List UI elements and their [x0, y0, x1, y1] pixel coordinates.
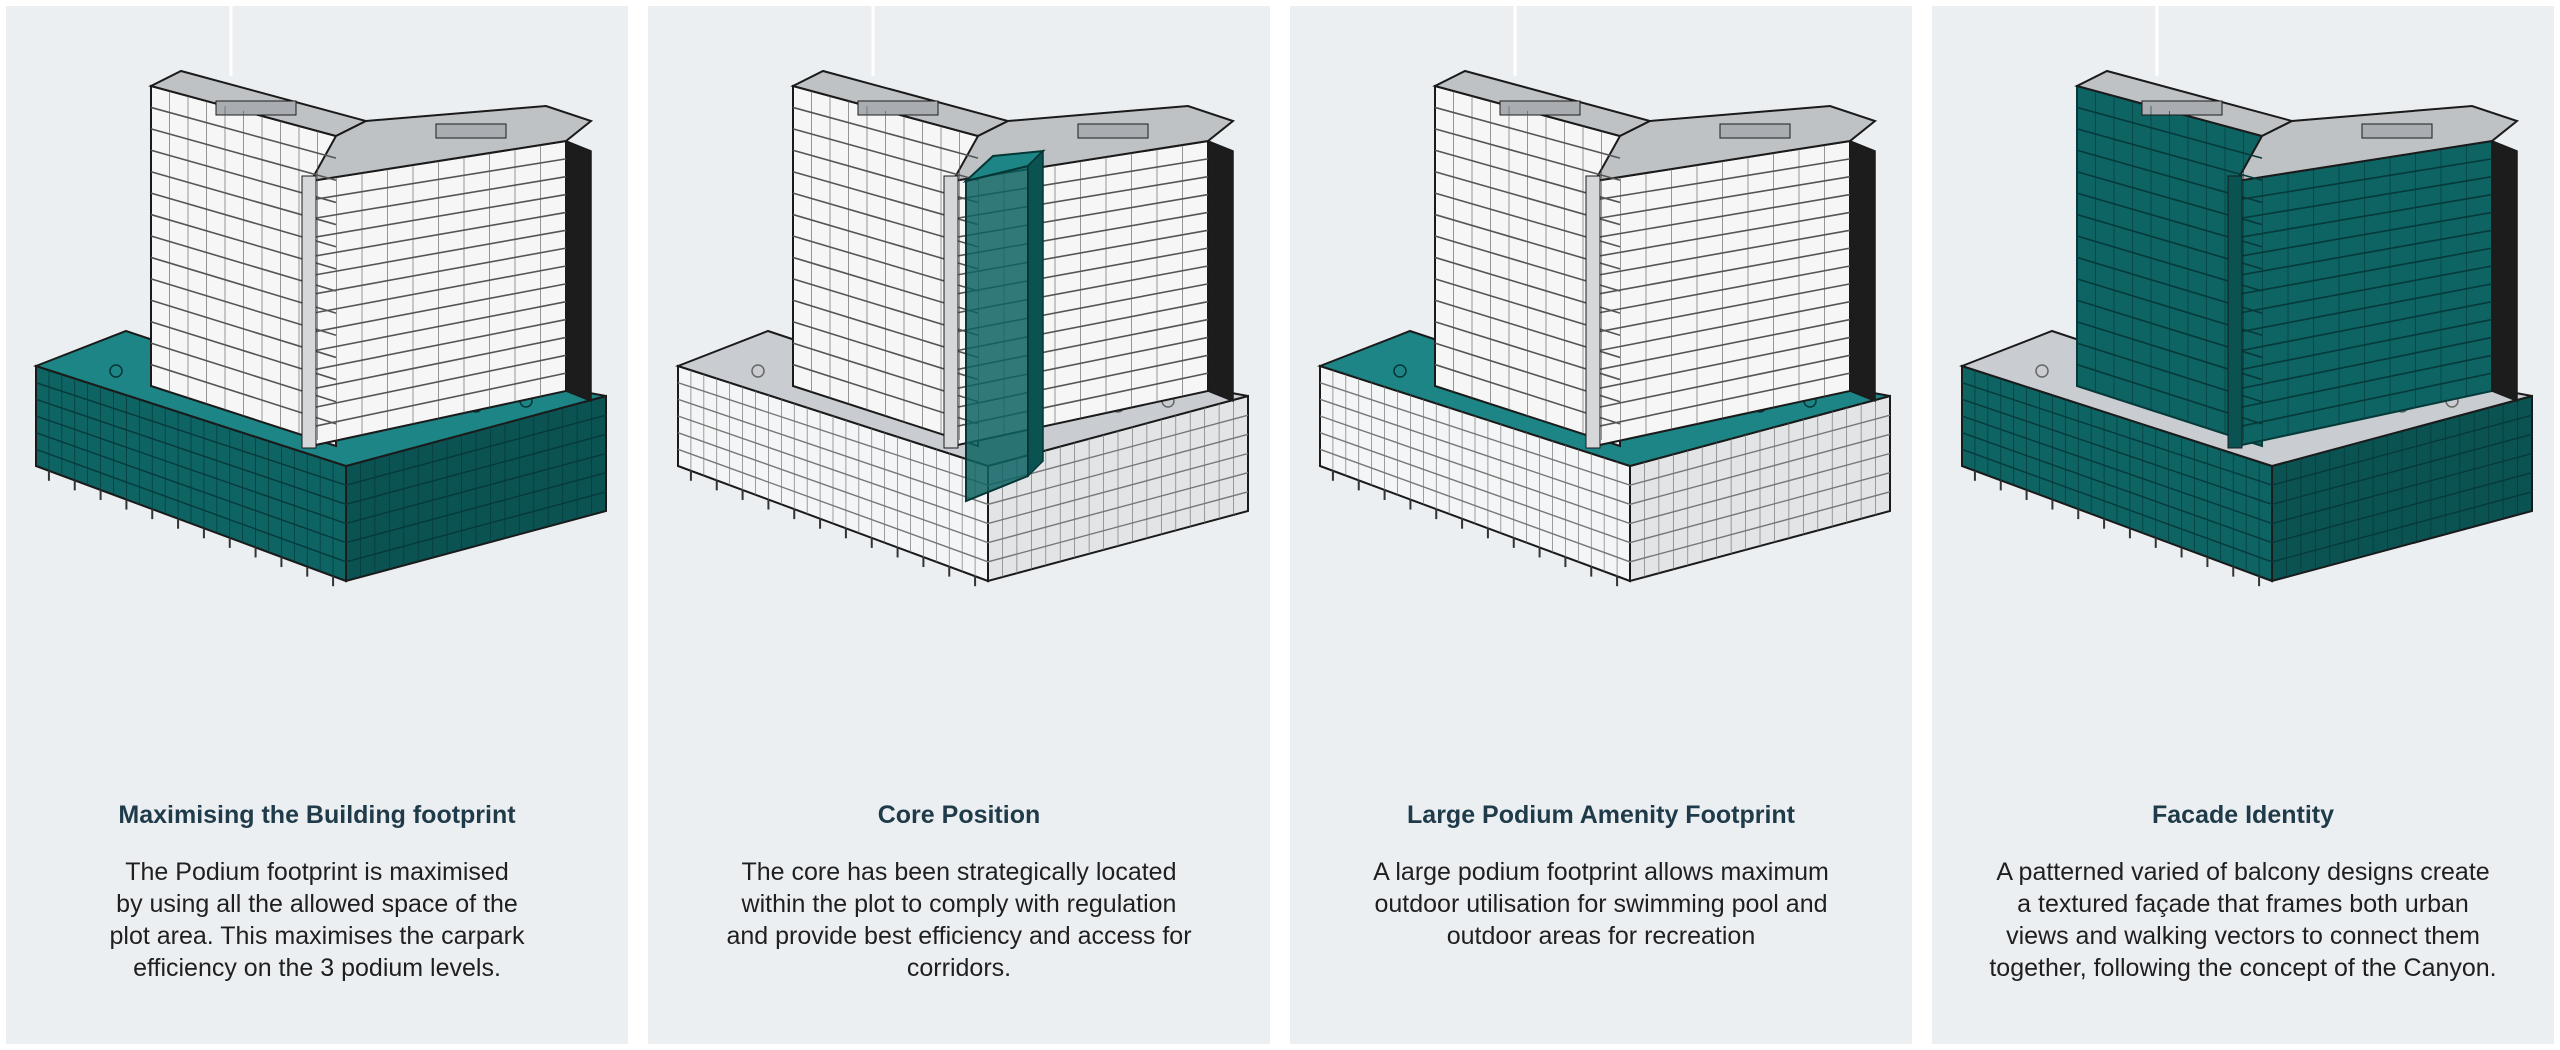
panel-description: A large podium footprint allows maximum …	[1321, 856, 1881, 952]
panel-title: Facade Identity	[2152, 801, 2334, 829]
panel-podium-amenity: Large Podium Amenity Footprint A large p…	[1290, 6, 1912, 1044]
panel-title: Large Podium Amenity Footprint	[1407, 801, 1795, 829]
roof-right-wing	[2235, 104, 2520, 183]
description-line: The Podium footprint is maximised	[125, 858, 509, 886]
panel-title: Maximising the Building footprint	[118, 801, 516, 829]
description-line: outdoor utilisation for swimming pool an…	[1374, 890, 1828, 918]
roof-plant-box	[1499, 100, 1581, 116]
palm-tree-icon	[751, 364, 765, 378]
description-line: plot area. This maximises the carpark	[109, 922, 525, 950]
panel-description: A patterned varied of balcony designs cr…	[1963, 856, 2523, 984]
description-line: views and walking vectors to connect the…	[2006, 922, 2480, 950]
palm-tree-icon	[109, 364, 123, 378]
roof-plant-box	[1077, 123, 1149, 139]
description-line: together, following the concept of the C…	[1989, 954, 2497, 982]
panel-description: The Podium footprint is maximised by usi…	[37, 856, 597, 984]
roof-plant-box	[2361, 123, 2433, 139]
building-facade-highlight-illustration	[1959, 6, 2533, 587]
building-amenity-highlight-illustration	[1317, 6, 1891, 587]
description-line: The core has been strategically located	[741, 858, 1177, 886]
roof-plant-box	[1719, 123, 1791, 139]
tower-fin	[2227, 175, 2243, 449]
tower-fin	[301, 175, 317, 449]
panel-title: Core Position	[877, 801, 1041, 829]
tower-end-wall	[2491, 139, 2518, 403]
description-line: efficiency on the 3 podium levels.	[133, 954, 501, 982]
description-line: A large podium footprint allows maximum	[1373, 858, 1829, 886]
building-core-highlight-illustration	[675, 6, 1249, 587]
panel-core-position: Core Position The core has been strategi…	[648, 6, 1270, 1044]
roof-plant-box	[215, 100, 297, 116]
roof-right-wing	[1593, 104, 1878, 183]
core-side-highlight	[1027, 149, 1044, 478]
roof-plant-box	[435, 123, 507, 139]
panel-podium-footprint: Maximising the Building footprint The Po…	[6, 6, 628, 1044]
tower-end-wall	[1207, 139, 1234, 403]
tower-fin	[1585, 175, 1601, 449]
description-line: outdoor areas for recreation	[1446, 922, 1756, 950]
description-line: A patterned varied of balcony designs cr…	[1996, 858, 2490, 886]
description-line: and provide best efficiency and access f…	[726, 922, 1192, 950]
palm-tree-icon	[2035, 364, 2049, 378]
description-line: by using all the allowed space of the	[116, 890, 518, 918]
description-line: corridors.	[906, 954, 1012, 982]
tower-fin	[943, 175, 959, 449]
panel-facade-identity: Facade Identity A patterned varied of ba…	[1932, 6, 2554, 1044]
roof-plant-box	[2141, 100, 2223, 116]
panel-description: The core has been strategically located …	[679, 856, 1239, 984]
palm-tree-icon	[1393, 364, 1407, 378]
building-podium-highlight-illustration	[33, 6, 607, 587]
roof-right-wing	[309, 104, 594, 183]
tower-end-wall	[565, 139, 592, 403]
description-line: within the plot to comply with regulatio…	[741, 890, 1177, 918]
tower-end-wall	[1849, 139, 1876, 403]
roof-plant-box	[857, 100, 939, 116]
core-shaft-highlight	[965, 164, 1029, 503]
description-line: a textured façade that frames both urban	[2017, 890, 2469, 918]
